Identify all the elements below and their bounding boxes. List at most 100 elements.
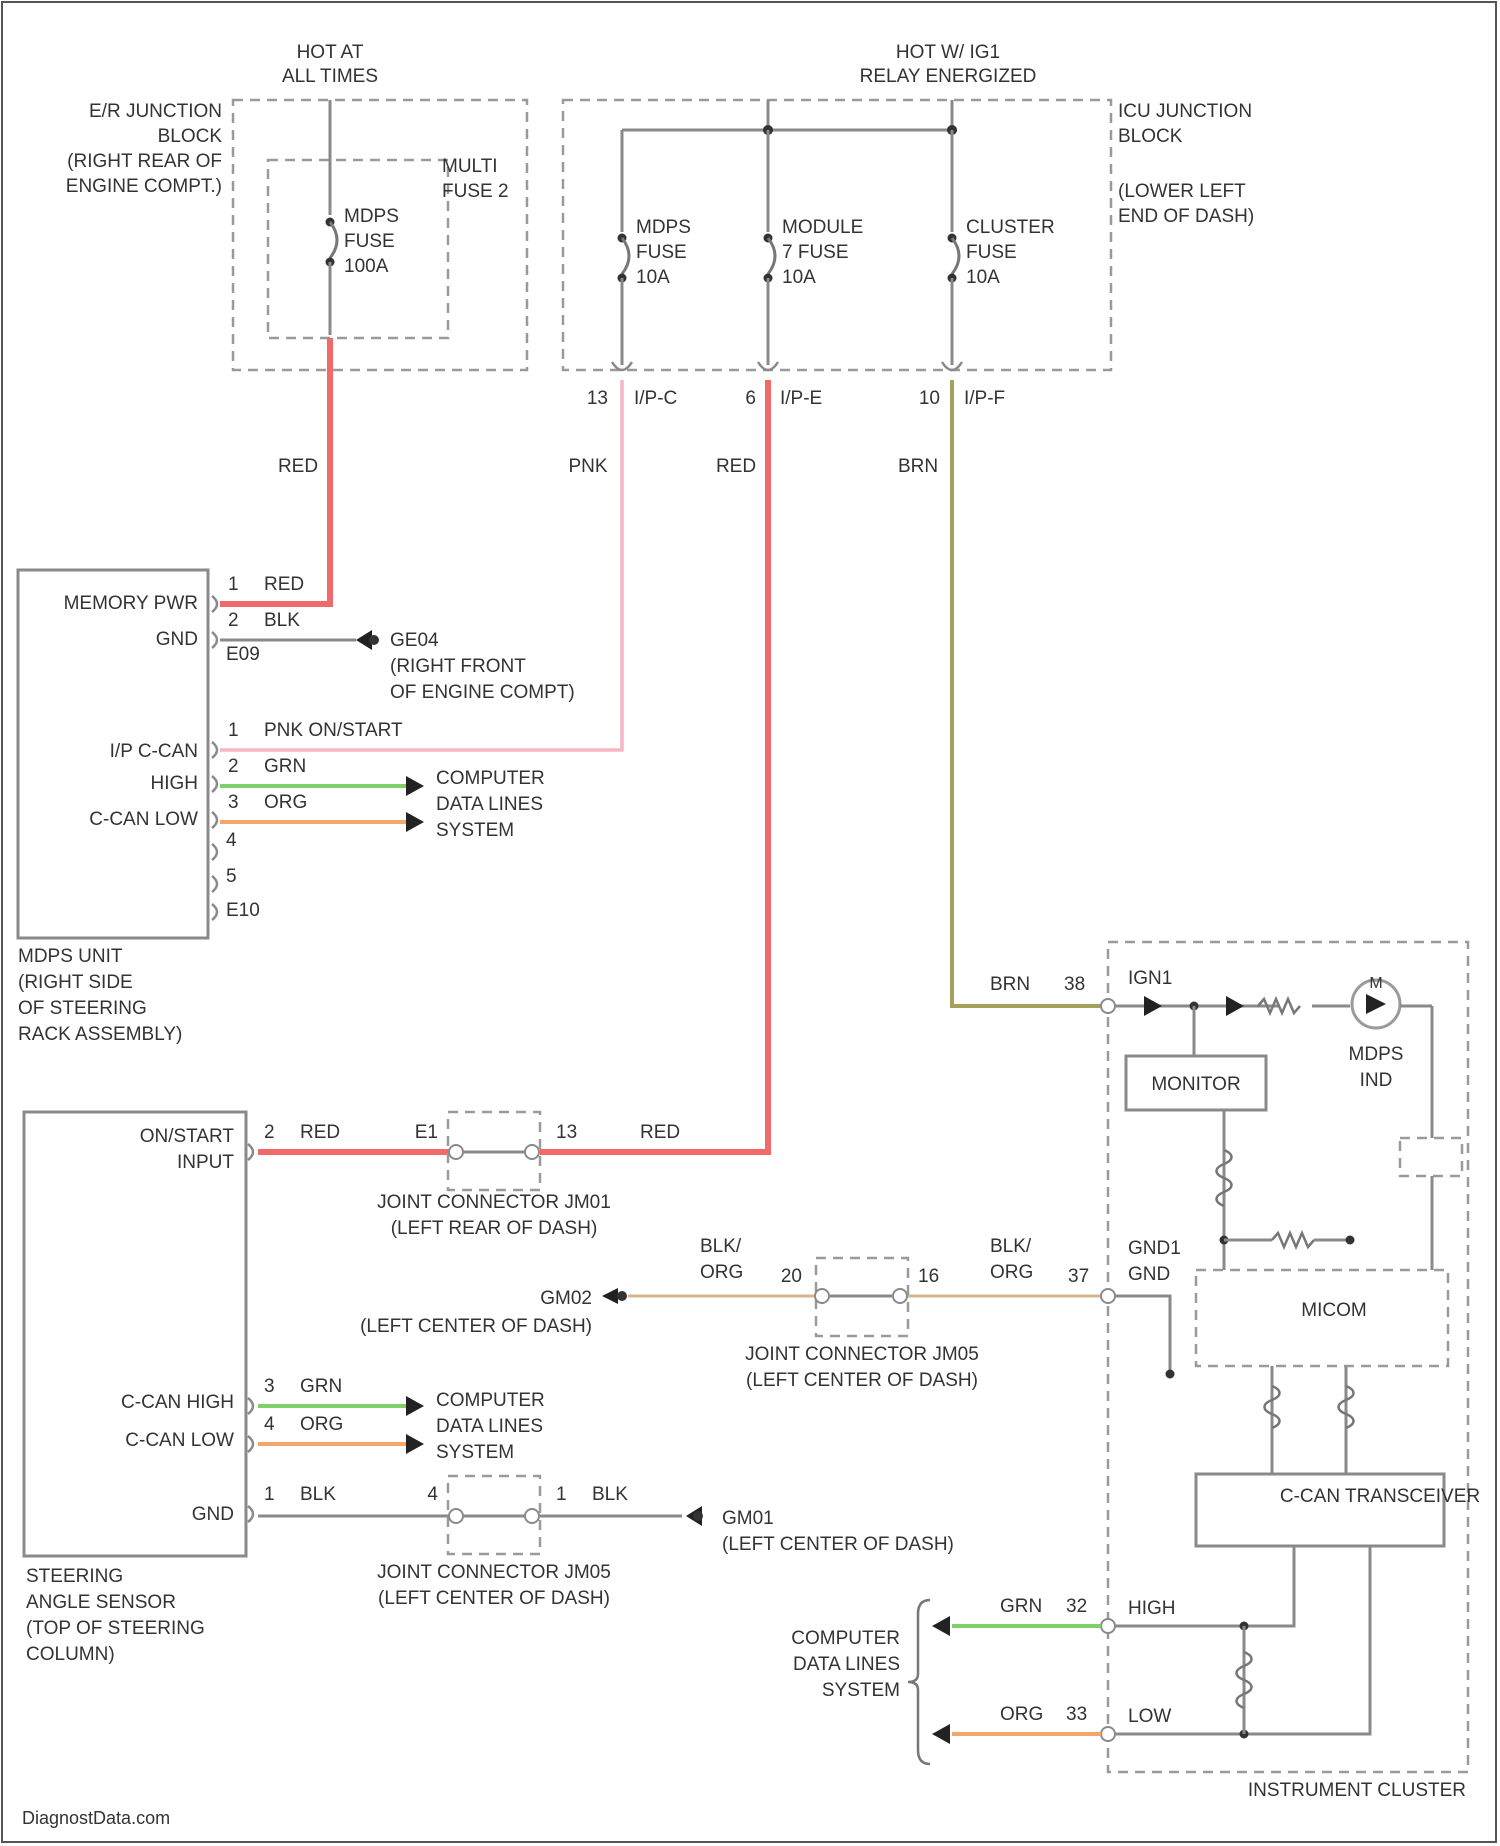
- jm01-label-1: JOINT CONNECTOR JM01: [377, 1192, 611, 1213]
- brace-icon: [908, 1600, 930, 1764]
- hot-at-all-times-line1: HOT AT: [297, 42, 364, 63]
- icu-junction-block: HOT W/ IG1 RELAY ENERGIZED ICU JUNCTION …: [563, 42, 1254, 409]
- cluster-ign1: IGN1: [1128, 968, 1172, 989]
- ground-ge04: GE04: [390, 630, 439, 651]
- connector-icon: [212, 596, 217, 648]
- power-wires: RED PNK RED BRN: [220, 338, 1110, 1152]
- mdps-cdl-3: SYSTEM: [436, 820, 514, 841]
- gm02-color-right-1: BLK/: [990, 1236, 1032, 1257]
- sensor-cdl-1: COMPUTER: [436, 1390, 545, 1411]
- jm01-color: RED: [640, 1122, 680, 1143]
- icu-mdps-fuse-1: MDPS: [636, 217, 691, 238]
- gm02-cluster-pin: 37: [1068, 1266, 1089, 1287]
- icu-cluster-fuse-1: CLUSTER: [966, 217, 1055, 238]
- connector-icon: [893, 1289, 907, 1303]
- connector-icon: [815, 1289, 829, 1303]
- ground-symbol-icon: [617, 1291, 627, 1301]
- mdps-pin1-color: RED: [264, 574, 304, 595]
- mdps-can-pin2-color: GRN: [264, 756, 306, 777]
- mdps-memory-pwr: MEMORY PWR: [64, 593, 198, 614]
- ground-symbol-icon: [369, 635, 379, 645]
- mdps-pin1: 1: [228, 574, 239, 595]
- jm01-label-2: (LEFT REAR OF DASH): [391, 1218, 598, 1239]
- ground-ge04-loc-2: OF ENGINE COMPT): [390, 682, 575, 703]
- wire-label-brn: BRN: [898, 456, 938, 477]
- icu-module-fuse-3: 10A: [782, 267, 816, 288]
- red-ignition-wire-sensor: [540, 380, 768, 1152]
- jm05-label-1: JOINT CONNECTOR JM05: [377, 1562, 611, 1583]
- mdps-unit-label-1: MDPS UNIT: [18, 946, 123, 967]
- hot-relay-line2: RELAY ENERGIZED: [860, 66, 1037, 87]
- fuse-symbol-icon: [622, 238, 629, 274]
- mdps-ip-ccan: I/P C-CAN: [110, 741, 198, 762]
- icu-block-location-2: END OF DASH): [1118, 206, 1254, 227]
- fuse-symbol-icon: [952, 238, 959, 274]
- sensor-pin1-color: BLK: [300, 1484, 336, 1505]
- hot-relay-line1: HOT W/ IG1: [896, 42, 1000, 63]
- instrument-cluster-label: INSTRUMENT CLUSTER: [1248, 1780, 1466, 1801]
- mdps-fuse-label-3: 100A: [344, 256, 389, 277]
- conn-c-pin: 13: [587, 388, 608, 409]
- arrow-connector-icon: [406, 1434, 424, 1454]
- mdps-pin2-color: BLK: [264, 610, 300, 631]
- connector-icon: [449, 1145, 463, 1159]
- mdps-conn-e10: E10: [226, 900, 260, 921]
- mdps-fuse-label-2: FUSE: [344, 231, 395, 252]
- sensor-pin1: 1: [264, 1484, 275, 1505]
- connector-icon: [525, 1145, 539, 1159]
- mdps-unit-label-4: RACK ASSEMBLY): [18, 1024, 182, 1045]
- jm05-pin-out: 1: [556, 1484, 567, 1505]
- sensor-ccan-high: C-CAN HIGH: [121, 1392, 234, 1413]
- mdps-pin2: 2: [228, 610, 239, 631]
- conn-f-label: I/P-F: [964, 388, 1005, 409]
- icu-module-fuse-2: 7 FUSE: [782, 242, 849, 263]
- cluster-grn: GRN: [1000, 1596, 1042, 1617]
- cluster-gnd: GND: [1128, 1264, 1170, 1285]
- ground-gm01: GM01: [722, 1508, 774, 1529]
- cluster-brn: BRN: [990, 974, 1030, 995]
- cluster-high: HIGH: [1128, 1598, 1176, 1619]
- gm02-pin-right: 16: [918, 1266, 939, 1287]
- icu-module-fuse-1: MODULE: [782, 217, 863, 238]
- conn-c-label: I/P-C: [634, 388, 677, 409]
- mdps-can-pin4: 4: [226, 830, 237, 851]
- connector-icon: [212, 742, 217, 920]
- led-m-symbol: M: [1369, 975, 1382, 992]
- sensor-pin4-color: ORG: [300, 1414, 343, 1435]
- connector-icon: [1101, 1289, 1115, 1303]
- mdps-can-pin5: 5: [226, 866, 237, 887]
- conn-e-label: I/P-E: [780, 388, 822, 409]
- sensor-pin2: 2: [264, 1122, 275, 1143]
- sensor-label-4: COLUMN): [26, 1644, 115, 1665]
- cluster-cdl-3: SYSTEM: [822, 1680, 900, 1701]
- mdps-can-pin2: 2: [228, 756, 239, 777]
- wire-label-red: RED: [278, 456, 318, 477]
- mdps-can-pin1: 1: [228, 720, 239, 741]
- er-block-label-1: E/R JUNCTION: [89, 101, 222, 122]
- icu-cluster-fuse-3: 10A: [966, 267, 1000, 288]
- gm02-color-left-2: ORG: [700, 1262, 743, 1283]
- jm05-gm02-label-2: (LEFT CENTER OF DASH): [746, 1370, 978, 1391]
- multi-fuse-label-1: MULTI: [442, 156, 498, 177]
- watermark: DiagnostData.com: [22, 1808, 170, 1828]
- gm02-pin-left: 20: [781, 1266, 802, 1287]
- sensor-pin4: 4: [264, 1414, 275, 1435]
- ground-gm02-loc: (LEFT CENTER OF DASH): [360, 1316, 592, 1337]
- cluster-pin-low: 33: [1066, 1704, 1087, 1725]
- cluster-cdl-1: COMPUTER: [791, 1628, 900, 1649]
- connector-icon: [248, 1144, 253, 1522]
- mdps-cdl-2: DATA LINES: [436, 794, 543, 815]
- wire-label-red: RED: [716, 456, 756, 477]
- fuse-symbol-icon: [768, 238, 775, 274]
- jm01-pin-in: E1: [415, 1122, 438, 1143]
- cluster-gnd1: GND1: [1128, 1238, 1181, 1259]
- mdps-can-pin3-color: ORG: [264, 792, 307, 813]
- connector-icon: [1101, 1619, 1115, 1633]
- mdps-high: HIGH: [151, 773, 199, 794]
- cluster-pin-high: 32: [1066, 1596, 1087, 1617]
- er-junction-block: HOT AT ALL TIMES E/R JUNCTION BLOCK (RIG…: [66, 42, 527, 370]
- sensor-gnd: GND: [192, 1504, 234, 1525]
- cluster-cdl-2: DATA LINES: [793, 1654, 900, 1675]
- sensor-onstart: ON/START: [140, 1126, 235, 1147]
